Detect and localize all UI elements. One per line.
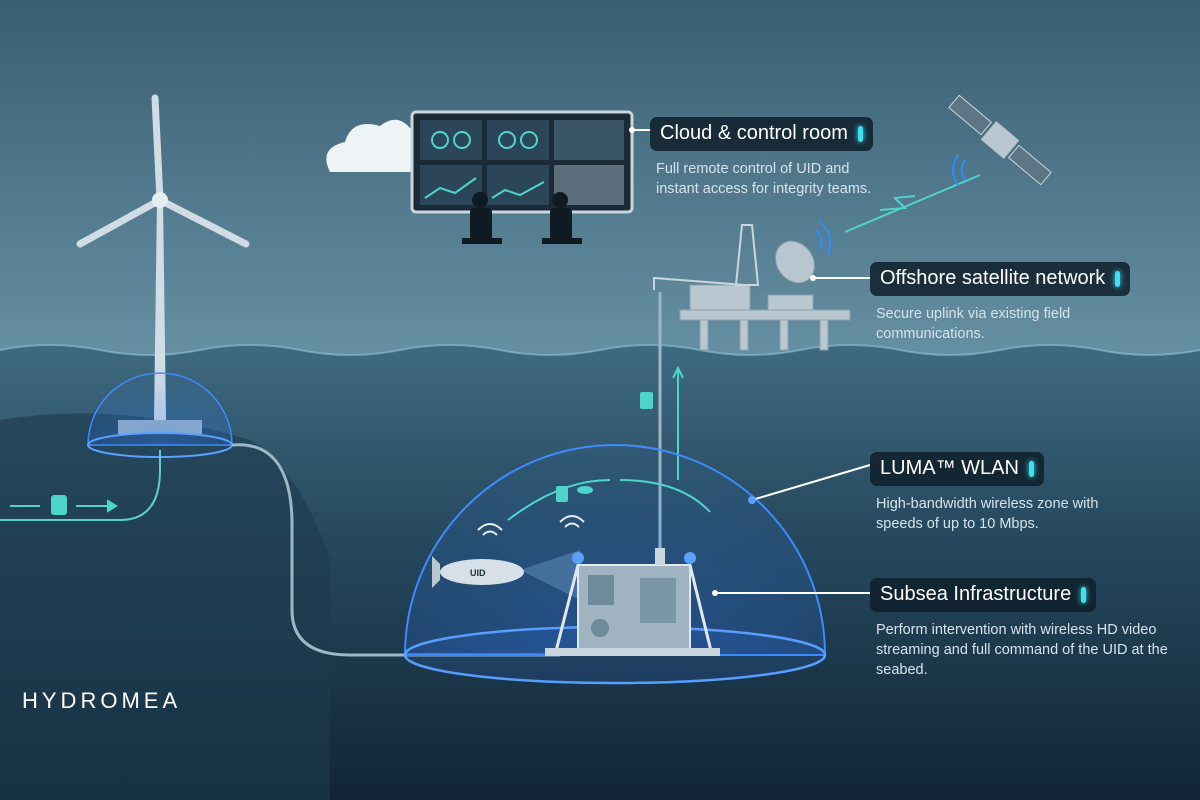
data-flow-arrow-icon [10,495,118,515]
uid-label: UID [470,568,486,578]
cloud-icon [326,119,429,172]
control-room-monitors-icon [410,110,634,244]
status-led-icon [857,125,863,142]
callout-title-pill: Subsea Infrastructure [870,578,1097,612]
offshore-platform-icon [653,224,851,351]
callout-description: Perform intervention with wireless HD vi… [876,622,1168,678]
file-icon [556,486,568,502]
callout-title-pill: Offshore satellite network [870,262,1131,296]
signal-waves-icon [814,154,966,256]
uid-vehicle-icon: UID [432,556,524,588]
seabed-slope [0,413,330,800]
database-icon [577,486,593,494]
brand-logo: HYDROMEA [22,688,182,713]
callout-title: Cloud & control room [660,122,848,144]
callout-description: Secure uplink via existing field communi… [876,306,1071,342]
file-icon [640,392,653,409]
callout-description: High-bandwidth wireless zone with speeds… [876,496,1099,532]
subsea-infrastructure-icon [545,548,720,656]
callout-title: Subsea Infrastructure [880,583,1072,605]
callout-offshore-satellite-network: Offshore satellite network Secure uplink… [870,262,1131,344]
wind-turbine-icon [76,94,250,458]
status-led-icon [1115,270,1121,287]
callout-subsea-infrastructure: Subsea Infrastructure Perform interventi… [870,578,1176,680]
callout-title-pill: LUMA™ WLAN [870,452,1044,486]
callout-luma-wlan: LUMA™ WLAN High-bandwidth wireless zone … [870,452,1116,534]
status-led-icon [1028,460,1034,477]
callout-title: LUMA™ WLAN [880,457,1019,479]
callout-title: Offshore satellite network [880,267,1106,289]
satellite-icon [948,94,1052,186]
callout-description: Full remote control of UID and instant a… [656,161,872,197]
callout-title-pill: Cloud & control room [650,117,873,151]
callout-cloud-control-room: Cloud & control room Full remote control… [650,117,896,199]
wifi-icon [477,515,585,536]
status-led-icon [1081,586,1087,603]
